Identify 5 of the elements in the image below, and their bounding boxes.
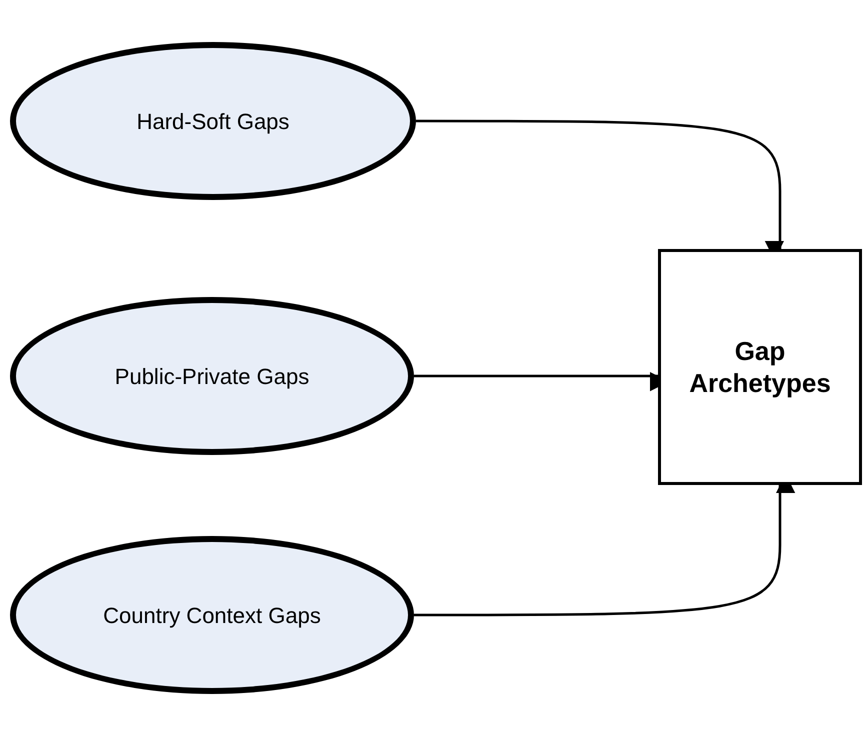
node-label: Country Context Gaps bbox=[103, 602, 321, 630]
process-box bbox=[658, 249, 862, 485]
node-label: Hard-Soft Gaps bbox=[136, 108, 290, 136]
node-label: Gap Archetypes bbox=[688, 334, 832, 400]
node-label: Public-Private Gaps bbox=[114, 362, 310, 391]
